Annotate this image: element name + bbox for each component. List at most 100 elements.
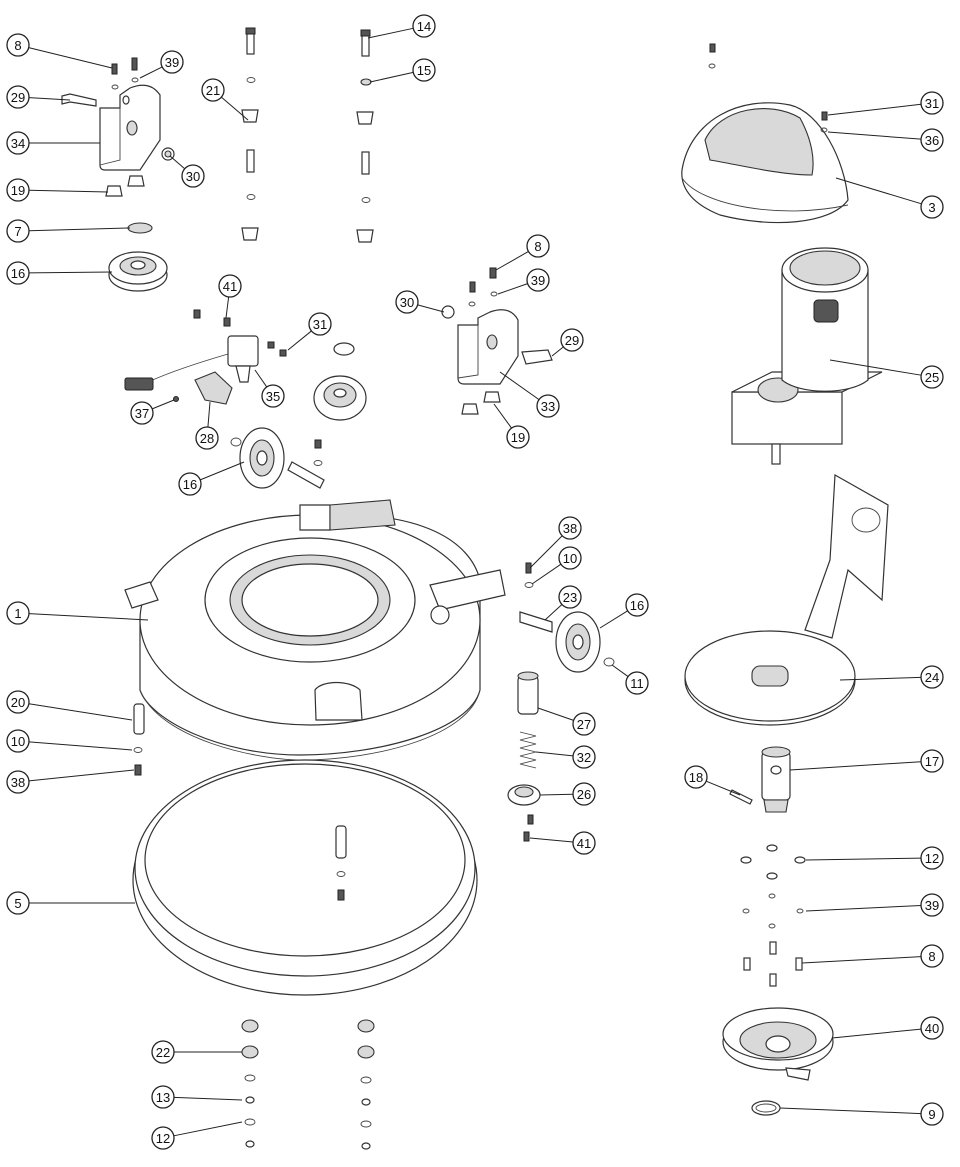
callout-number: 23 xyxy=(563,590,577,605)
callout-1: 1 xyxy=(6,601,149,625)
callout-circle xyxy=(178,472,202,496)
callout-number: 3 xyxy=(928,200,935,215)
spring-stack-27 xyxy=(507,671,541,842)
callout-leader-line xyxy=(367,27,414,39)
bracket-34 xyxy=(61,57,175,234)
callout-circle xyxy=(160,50,184,74)
callout-38: 38 xyxy=(529,516,582,569)
callout-leader-line xyxy=(544,604,563,621)
callout-19: 19 xyxy=(6,178,109,202)
callout-leader-line xyxy=(28,47,113,69)
callout-number: 16 xyxy=(11,266,25,281)
callout-circle xyxy=(201,78,225,102)
callout-leader-line xyxy=(779,1107,922,1115)
callout-circle xyxy=(506,425,530,449)
callout-8: 8 xyxy=(495,234,550,271)
callout-16: 16 xyxy=(6,261,113,285)
callout-number: 31 xyxy=(313,317,327,332)
callout-leader-line xyxy=(805,905,922,912)
callout-circle xyxy=(218,274,242,298)
part-drawings xyxy=(61,27,889,1150)
callout-23: 23 xyxy=(544,585,582,621)
callout-number: 27 xyxy=(577,717,591,732)
fastener-column-14-15 xyxy=(356,29,374,243)
callout-number: 18 xyxy=(689,770,703,785)
coupler-17 xyxy=(729,746,791,813)
callout-5: 5 xyxy=(6,891,135,915)
callout-leader-line xyxy=(221,96,249,121)
callout-leader-line xyxy=(839,676,922,681)
callout-number: 12 xyxy=(156,1131,170,1146)
callout-leader-line xyxy=(611,664,629,677)
callout-circle xyxy=(6,690,30,714)
callout-circle xyxy=(412,58,436,82)
callout-number: 19 xyxy=(511,430,525,445)
callout-circle xyxy=(6,178,30,202)
pin-20 xyxy=(133,703,145,776)
callout-10: 10 xyxy=(531,546,582,585)
callout-number: 36 xyxy=(925,133,939,148)
callout-22: 22 xyxy=(151,1040,242,1064)
callout-15: 15 xyxy=(369,58,436,83)
callout-circle xyxy=(181,164,205,188)
callout-leader-line xyxy=(801,956,922,964)
callout-39: 39 xyxy=(497,268,550,295)
callout-number: 39 xyxy=(925,898,939,913)
ring-9 xyxy=(751,1100,781,1116)
callout-circle xyxy=(920,665,944,689)
callout-32: 32 xyxy=(535,745,596,769)
callout-number: 15 xyxy=(417,63,431,78)
callout-29: 29 xyxy=(551,328,584,357)
callout-circle xyxy=(625,671,649,695)
callout-leader-line xyxy=(495,251,529,271)
bracket-33 xyxy=(441,267,553,415)
callout-25: 25 xyxy=(829,359,944,389)
callout-leader-line xyxy=(369,71,414,83)
callout-number: 31 xyxy=(925,96,939,111)
callout-28: 28 xyxy=(195,401,219,450)
callout-17: 17 xyxy=(789,749,944,773)
callout-31: 31 xyxy=(287,312,332,351)
callout-number: 30 xyxy=(186,169,200,184)
callout-leader-line xyxy=(28,97,71,101)
callout-leader-line xyxy=(497,283,528,295)
callout-leader-line xyxy=(529,535,563,569)
callout-number: 33 xyxy=(541,399,555,414)
callout-14: 14 xyxy=(367,14,436,39)
callout-circle xyxy=(151,1126,175,1150)
callout-41: 41 xyxy=(529,831,596,855)
callout-circle xyxy=(920,893,944,917)
callout-number: 39 xyxy=(531,273,545,288)
callout-number: 38 xyxy=(11,775,25,790)
callout-leader-line xyxy=(827,131,922,140)
callout-3: 3 xyxy=(835,177,944,219)
callout-number: 7 xyxy=(14,224,21,239)
callout-8: 8 xyxy=(801,944,944,968)
callout-leader-line xyxy=(537,707,574,721)
callout-circle xyxy=(151,1040,175,1064)
callout-number: 35 xyxy=(266,389,280,404)
callout-number: 40 xyxy=(925,1021,939,1036)
callout-circle xyxy=(920,195,944,219)
callout-leader-line xyxy=(551,346,564,357)
callout-20: 20 xyxy=(6,690,133,721)
callout-number: 30 xyxy=(400,295,414,310)
callout-31: 31 xyxy=(827,91,944,116)
callout-leader-line xyxy=(28,189,109,193)
callout-26: 26 xyxy=(539,782,596,806)
callout-circle xyxy=(6,770,30,794)
callout-circle xyxy=(6,891,30,915)
callout-leader-line xyxy=(254,369,268,388)
callout-number: 16 xyxy=(630,598,644,613)
callout-33: 33 xyxy=(499,371,560,418)
callout-circle xyxy=(572,831,596,855)
callout-number: 29 xyxy=(11,90,25,105)
callout-19: 19 xyxy=(493,403,530,449)
callout-leader-line xyxy=(499,371,540,401)
callout-circle xyxy=(536,394,560,418)
callout-leader-line xyxy=(705,780,741,796)
callout-circle xyxy=(572,745,596,769)
callout-circle xyxy=(920,846,944,870)
callout-circle xyxy=(560,328,584,352)
